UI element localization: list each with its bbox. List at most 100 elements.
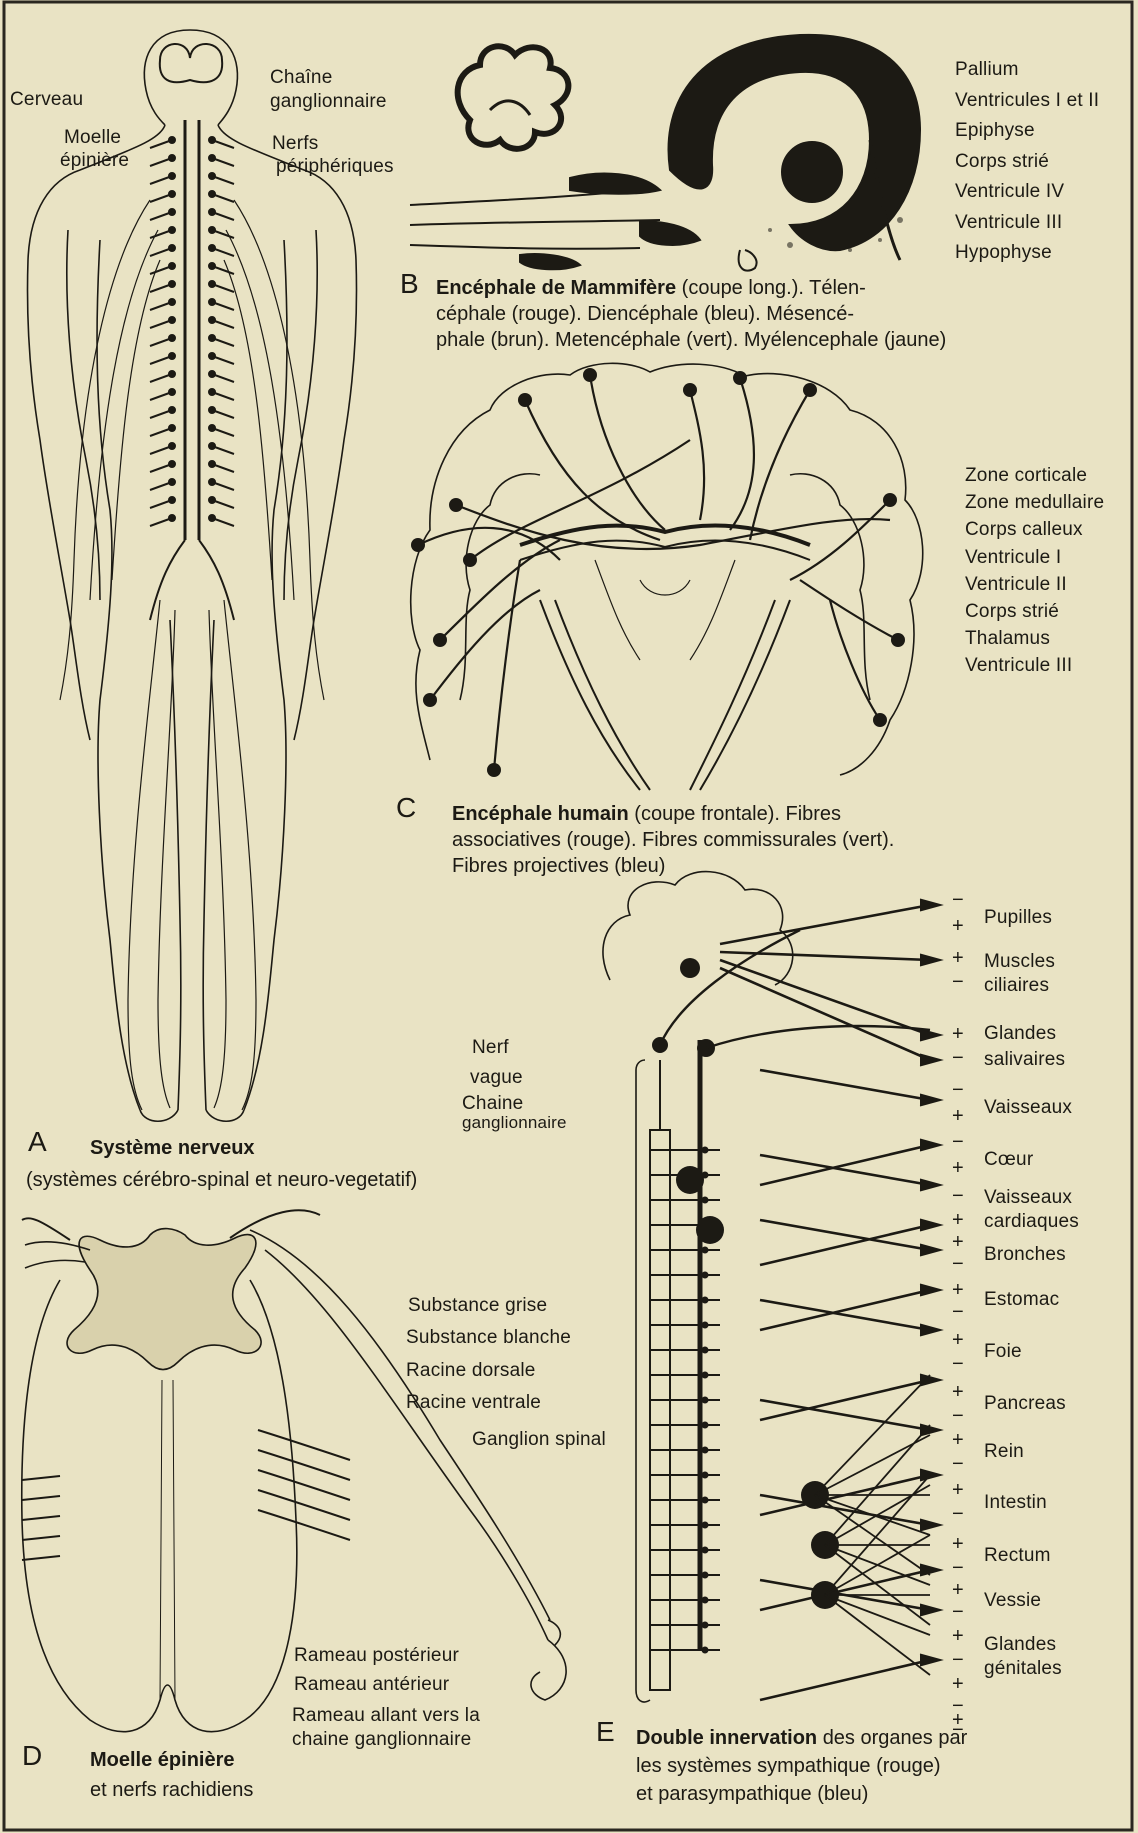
minus-sign: − xyxy=(952,1406,964,1426)
spinal-column-line xyxy=(185,120,199,540)
nerve-fibre xyxy=(730,378,754,530)
figC-letter: C xyxy=(396,792,416,824)
figE-letter: E xyxy=(596,1716,615,1748)
efferent-pathway xyxy=(760,1070,930,1100)
figA-body-diagram xyxy=(28,30,357,1121)
neuron-body xyxy=(411,538,425,552)
spinal-nerve xyxy=(150,428,234,436)
chain-node xyxy=(702,1547,709,1554)
plus-sign: + xyxy=(952,1626,964,1646)
figC-fibres xyxy=(411,368,905,777)
spinal-nerve xyxy=(150,176,234,184)
plus-sign: + xyxy=(952,1106,964,1126)
chain-node xyxy=(702,1622,709,1629)
chain-node xyxy=(702,1272,709,1279)
figC-label: Zone corticale xyxy=(965,466,1087,487)
neuron-body xyxy=(449,498,463,512)
arrow-head xyxy=(920,899,942,911)
chain-node xyxy=(702,1497,709,1504)
figB-caption-line1: Encéphale de Mammifère (coupe long.). Té… xyxy=(436,276,866,300)
spinal-nerve xyxy=(150,212,234,220)
minus-sign: − xyxy=(952,1080,964,1100)
chain-node xyxy=(702,1597,709,1604)
nerve-branch xyxy=(234,200,324,700)
spinal-nerve xyxy=(150,158,234,166)
ganglion xyxy=(676,1166,704,1194)
minus-sign: − xyxy=(952,1186,964,1206)
plus-sign: + xyxy=(952,1210,964,1230)
arrow-head xyxy=(920,1139,942,1151)
organ-label: Vaisseaux xyxy=(984,1188,1072,1209)
arrow-head xyxy=(920,1604,942,1616)
figD-title: Moelle épinière xyxy=(90,1748,235,1772)
neuron-body xyxy=(423,693,437,707)
figB-brain-section xyxy=(410,35,920,271)
minus-sign: − xyxy=(952,1302,964,1322)
figB-caption-2: céphale (rouge). Diencéphale (bleu). Més… xyxy=(436,302,854,326)
chain-node xyxy=(702,1247,709,1254)
figE-nerve-pathways xyxy=(650,899,942,1700)
figC-label: Corps calleux xyxy=(965,520,1083,541)
figC-label: Ventricule II xyxy=(965,575,1067,596)
chain-node xyxy=(702,1522,709,1529)
spinal-nerve xyxy=(150,374,234,382)
nerve-branch xyxy=(128,600,160,1110)
organ-label: Estomac xyxy=(984,1290,1059,1311)
label-rameau-allant-2: chaine ganglionnaire xyxy=(292,1730,471,1751)
plus-sign: + xyxy=(952,1580,964,1600)
organ-label: Vessie xyxy=(984,1591,1041,1612)
label-substance-grise: Substance grise xyxy=(408,1296,547,1317)
spinal-nerve xyxy=(150,302,234,310)
ganglion xyxy=(696,1216,724,1244)
organ-label: génitales xyxy=(984,1659,1062,1680)
efferent-pathway xyxy=(720,960,930,1035)
figD-subtitle: et nerfs rachidiens xyxy=(90,1778,253,1802)
label-racine-dorsale: Racine dorsale xyxy=(406,1361,536,1382)
peripheral-nerves xyxy=(60,200,324,1110)
label-chaine-g-1: Chaine xyxy=(462,1094,523,1115)
label-chaine-g-2: ganglionnaire xyxy=(462,1114,567,1133)
label-nerfs-1: Nerfs xyxy=(272,134,318,155)
plus-sign: + xyxy=(952,1232,964,1252)
figC-caption-line1: Encéphale humain (coupe frontale). Fibre… xyxy=(452,802,841,826)
figA-subtitle: (systèmes cérébro-spinal et neuro-vegeta… xyxy=(26,1168,417,1192)
plus-sign: + xyxy=(952,1382,964,1402)
figB-label: Pallium xyxy=(955,60,1019,81)
chain-node xyxy=(702,1572,709,1579)
figC-label: Corps strié xyxy=(965,602,1059,623)
figA-title: Système nerveux xyxy=(90,1136,255,1160)
spinal-nerve xyxy=(150,518,234,526)
nerve-branch xyxy=(209,610,226,1108)
label-chaine-1: Chaîne xyxy=(270,68,332,89)
arrow-head xyxy=(920,1284,942,1296)
arrow-head xyxy=(920,1324,942,1336)
chain-node xyxy=(702,1397,709,1404)
nerve-fibre xyxy=(430,590,540,700)
minus-sign: − xyxy=(952,1454,964,1474)
arrow-head xyxy=(920,1374,942,1386)
minus-sign: − xyxy=(952,972,964,992)
minus-sign: − xyxy=(952,1602,964,1622)
spinal-nerve xyxy=(150,446,234,454)
sympathetic-fibre xyxy=(815,1495,930,1535)
figB-label: Hypophyse xyxy=(955,243,1052,264)
spinal-nerve xyxy=(150,140,234,148)
efferent-pathway xyxy=(760,1145,930,1185)
minus-sign: − xyxy=(952,1132,964,1152)
organ-label: Glandes xyxy=(984,1635,1056,1656)
nerve-fibre xyxy=(790,500,890,580)
neuron-body xyxy=(803,383,817,397)
organ-label: ciliaires xyxy=(984,976,1049,997)
figC-brain-frontal xyxy=(411,363,923,790)
figB-caption-3: phale (brun). Metencéphale (vert). Myéle… xyxy=(436,328,946,352)
figC-label: Ventricule I xyxy=(965,548,1061,569)
plus-sign: + xyxy=(952,1674,964,1694)
chain-node xyxy=(702,1172,709,1179)
plus-sign: + xyxy=(952,1430,964,1450)
minus-sign: − xyxy=(952,1254,964,1274)
chain-node xyxy=(702,1647,709,1654)
arrow-head xyxy=(920,1519,942,1531)
figB-label: Ventricules I et II xyxy=(955,91,1099,112)
